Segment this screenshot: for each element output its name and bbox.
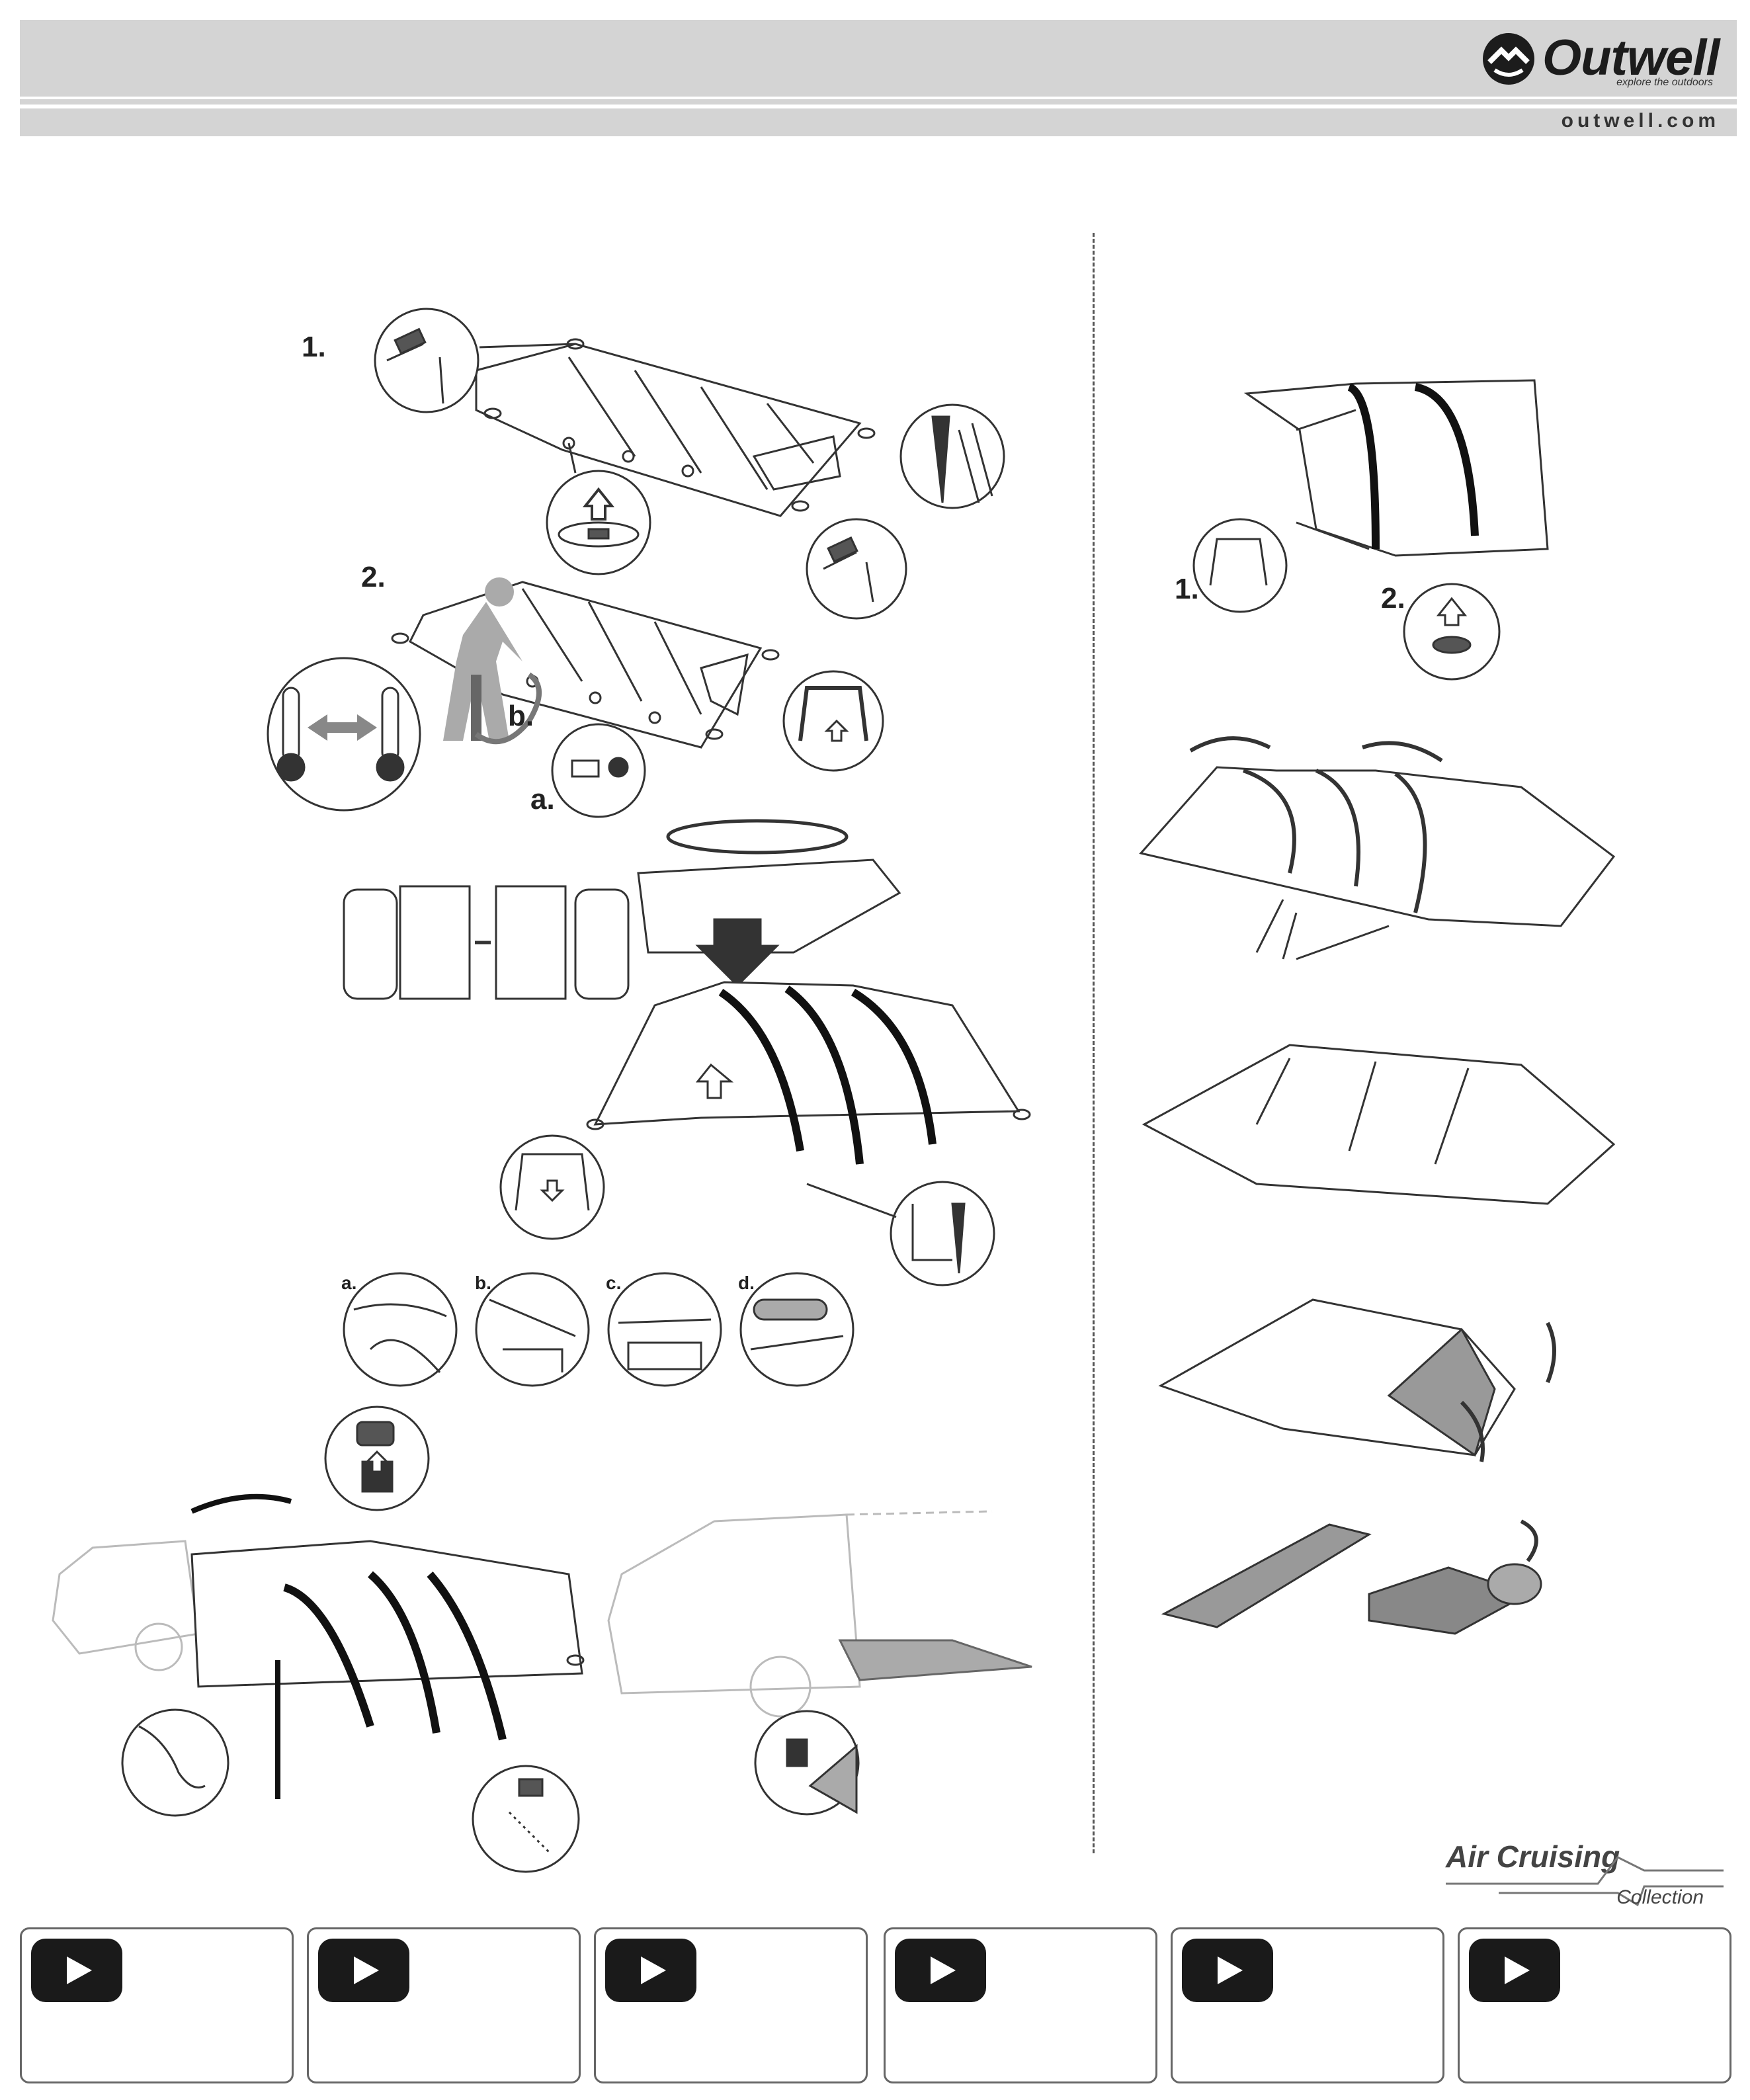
- video-box-2[interactable]: [307, 1927, 581, 2083]
- roll-step: [1164, 1521, 1541, 1634]
- right-step-2-label: 2.: [1381, 582, 1405, 615]
- left-step-2-label: 2.: [361, 561, 386, 594]
- detail-b-label: b.: [475, 1273, 491, 1294]
- left-step-a-label: a.: [530, 783, 555, 816]
- play-icon[interactable]: [895, 1939, 986, 2002]
- right-step-1-label: 1.: [1175, 573, 1199, 606]
- collection-logo: Air Cruising Collection: [1446, 1839, 1724, 1911]
- play-icon[interactable]: [1469, 1939, 1560, 2002]
- play-icon[interactable]: [31, 1939, 122, 2002]
- fold-step-3: [1161, 1300, 1554, 1462]
- deflate-awning: [1247, 380, 1548, 556]
- play-icon[interactable]: [318, 1939, 409, 2002]
- video-box-4[interactable]: [884, 1927, 1157, 2083]
- fold-step-1: [1141, 738, 1614, 959]
- video-box-6[interactable]: [1458, 1927, 1731, 2083]
- detail-c-label: c.: [606, 1273, 621, 1294]
- valve-detail-right: [1404, 584, 1499, 679]
- detail-d-label: d.: [738, 1273, 755, 1294]
- door-detail-right: [1194, 519, 1286, 612]
- fold-step-2: [1144, 1045, 1614, 1204]
- play-icon[interactable]: [605, 1939, 696, 2002]
- video-box-5[interactable]: [1171, 1927, 1444, 2083]
- play-icon[interactable]: [1182, 1939, 1273, 2002]
- detail-a-label: a.: [341, 1273, 356, 1294]
- left-step-1-label: 1.: [302, 331, 326, 364]
- video-box-3[interactable]: [594, 1927, 868, 2083]
- left-step-b-label: b.: [508, 700, 534, 733]
- collection-sub: Collection: [1616, 1886, 1704, 1909]
- video-box-1[interactable]: [20, 1927, 294, 2083]
